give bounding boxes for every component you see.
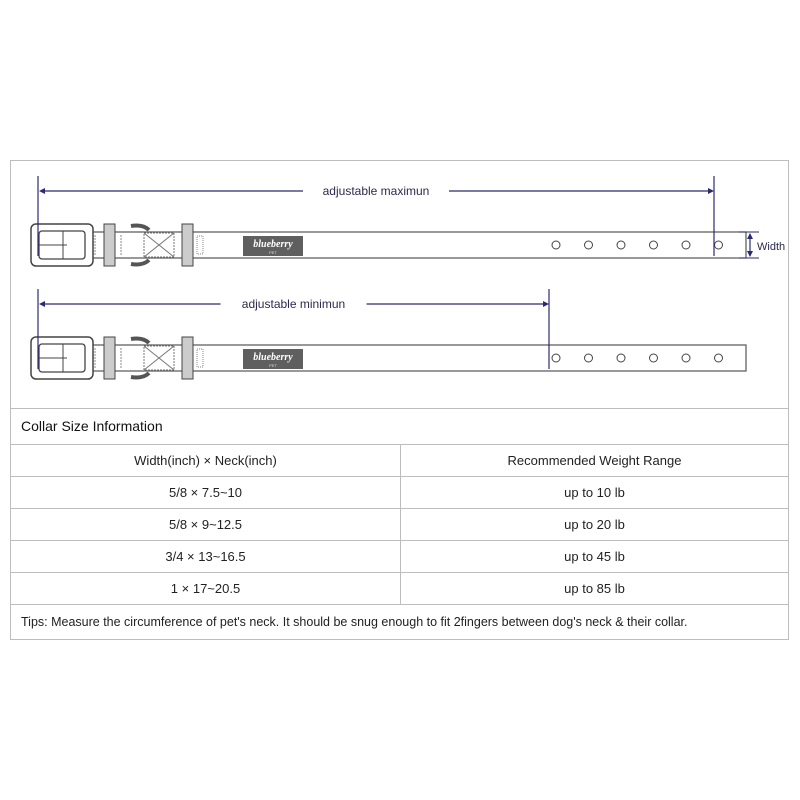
stitch-x	[143, 232, 175, 258]
d-ring-icon	[130, 336, 151, 380]
size-cell: 3/4 × 13~16.5	[11, 540, 401, 573]
arrowhead-left-icon	[39, 188, 45, 194]
keeper-loop	[181, 336, 194, 380]
measure-label: adjustable minimun	[242, 297, 345, 311]
strap-hole	[584, 240, 593, 250]
arrowhead-right-icon	[708, 188, 714, 194]
size-table: Width(inch) × Neck(inch) Recommended Wei…	[11, 445, 788, 605]
stitch-box	[143, 345, 175, 371]
keeper-loop	[181, 223, 194, 267]
arrowhead-right-icon	[543, 301, 549, 307]
strap-hole	[681, 240, 691, 250]
header-weight: Recommended Weight Range	[400, 445, 788, 477]
strap-hole	[649, 353, 658, 363]
strap-hole	[649, 240, 658, 250]
collar-size-info: Collar Size Information Width(inch) × Ne…	[11, 408, 788, 641]
weight-cell: up to 20 lb	[400, 508, 788, 541]
strap-hole	[714, 240, 723, 250]
strap-hole	[714, 353, 723, 363]
stitch-box	[143, 232, 175, 258]
section-title: Collar Size Information	[11, 409, 788, 445]
stitch-x	[143, 345, 175, 371]
brand-logo	[243, 236, 303, 256]
size-cell: 5/8 × 7.5~10	[11, 476, 401, 509]
tips-text: Tips: Measure the circumference of pet's…	[21, 615, 688, 629]
spring-mark	[196, 348, 204, 368]
table-header-row: Width(inch) × Neck(inch) Recommended Wei…	[11, 445, 788, 477]
d-ring-icon	[130, 223, 151, 267]
header-size: Width(inch) × Neck(inch)	[11, 445, 401, 477]
brand-logo	[243, 349, 303, 369]
arrowhead-left-icon	[39, 301, 45, 307]
width-label: Width	[757, 241, 785, 253]
strap-hole	[616, 353, 626, 363]
keeper-loop	[103, 223, 116, 267]
weight-cell: up to 85 lb	[400, 572, 788, 605]
measure-label: adjustable maximun	[323, 184, 430, 198]
strap-hole	[584, 353, 593, 363]
logo-subtext: PET	[269, 250, 277, 255]
keeper-loop	[103, 336, 116, 380]
logo-subtext: PET	[269, 363, 277, 368]
size-cell: 1 × 17~20.5	[11, 572, 401, 605]
strap-hole	[681, 353, 691, 363]
spring-mark	[196, 235, 204, 255]
width-arrowheads-icon	[747, 233, 753, 257]
strap-hole	[551, 353, 561, 363]
weight-cell: up to 45 lb	[400, 540, 788, 573]
size-cell: 5/8 × 9~12.5	[11, 508, 401, 541]
logo-text: blueberry	[253, 352, 293, 363]
strap-hole	[616, 240, 626, 250]
weight-cell: up to 10 lb	[400, 476, 788, 509]
strap-hole	[551, 240, 561, 250]
logo-text: blueberry	[253, 239, 293, 250]
